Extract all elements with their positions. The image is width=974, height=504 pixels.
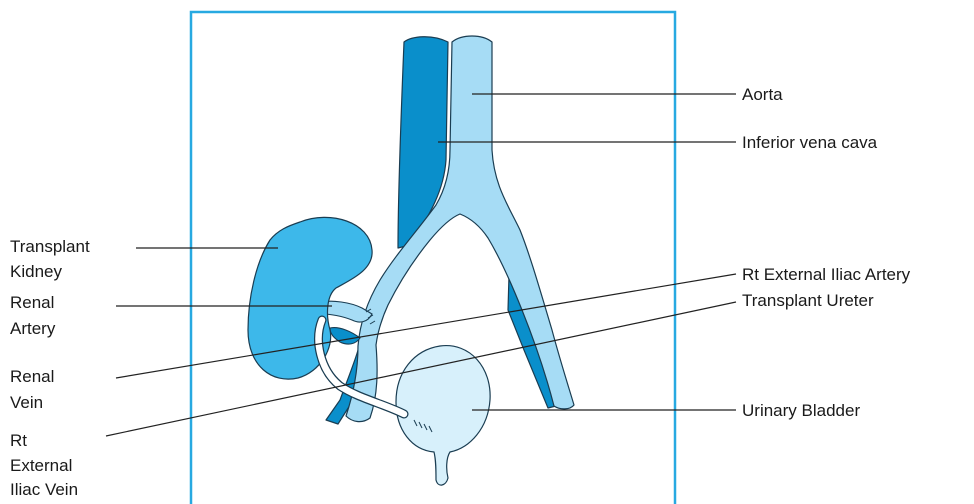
- label-renal-artery-line2: Artery: [10, 316, 55, 341]
- label-transplant-ureter: Transplant Ureter: [742, 288, 874, 313]
- label-transplant-kidney-line2: Kidney: [10, 259, 62, 284]
- label-transplant-kidney-line1: Transplant: [10, 234, 90, 259]
- label-renal-vein-line2: Vein: [10, 390, 43, 415]
- label-urinary-bladder: Urinary Bladder: [742, 398, 860, 423]
- urinary-bladder: [396, 346, 490, 486]
- label-renal-artery-line1: Renal: [10, 290, 54, 315]
- transplant-kidney: [248, 217, 372, 379]
- label-rt-external-iliac-vein-line3: Iliac Vein: [10, 477, 78, 502]
- label-aorta: Aorta: [742, 82, 783, 107]
- label-inferior-vena-cava: Inferior vena cava: [742, 130, 877, 155]
- label-rt-external-iliac-vein-line2: External: [10, 453, 72, 478]
- renal-artery-vessel: [322, 301, 372, 322]
- label-renal-vein-line1: Renal: [10, 364, 54, 389]
- label-rt-external-iliac-vein-line1: Rt: [10, 428, 27, 453]
- label-rt-external-iliac-artery: Rt External Iliac Artery: [742, 262, 910, 287]
